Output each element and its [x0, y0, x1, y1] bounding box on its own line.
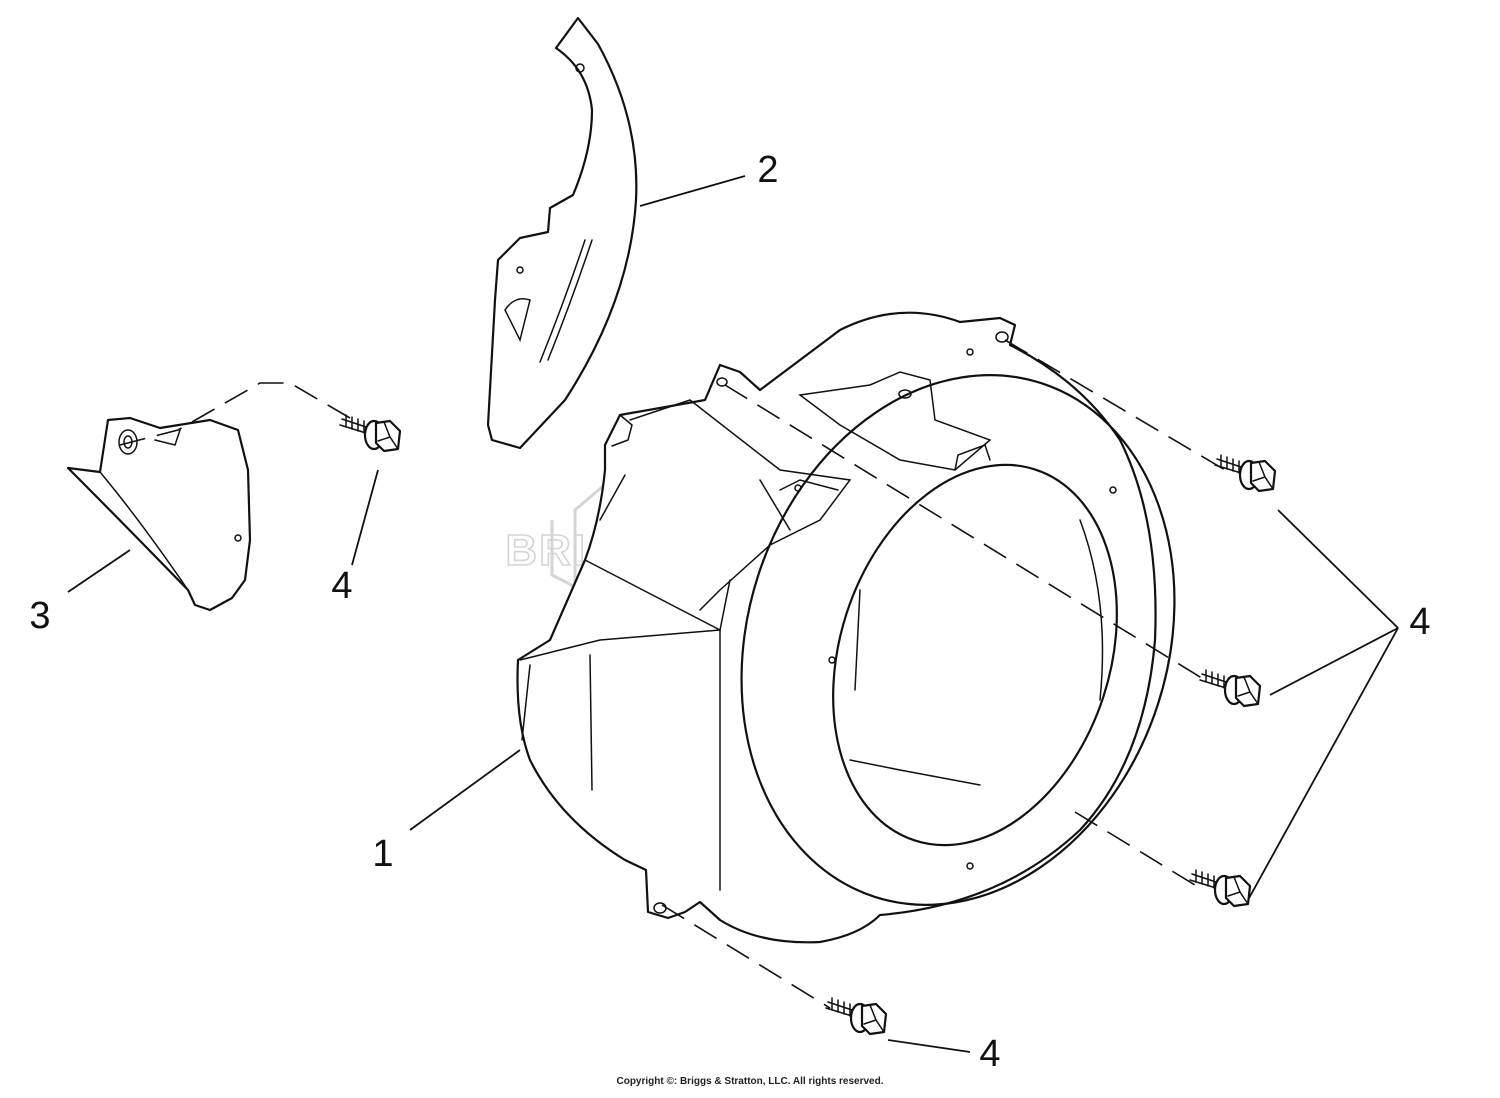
screw-lower-right [1188, 868, 1252, 908]
copyright-notice: Copyright ©: Briggs & Stratton, LLC. All… [616, 1076, 884, 1087]
screw-bottom [824, 996, 888, 1036]
part-1-blower-housing [516, 311, 1176, 944]
leader-lines [67, 175, 1399, 1053]
part-2-air-guide [486, 16, 638, 450]
callout-4-right: 4 [1409, 601, 1430, 643]
screw-middle-right [1198, 668, 1262, 708]
callout-1: 1 [372, 833, 393, 875]
callout-4-left: 4 [331, 565, 352, 607]
screw-upper-left [338, 413, 402, 453]
callout-3: 3 [29, 595, 50, 637]
callout-4-bottom: 4 [979, 1033, 1000, 1075]
installation-lines [119, 339, 1226, 1009]
screw-upper-right [1213, 453, 1277, 493]
part-3-shield [66, 416, 252, 612]
callout-2: 2 [757, 149, 778, 191]
